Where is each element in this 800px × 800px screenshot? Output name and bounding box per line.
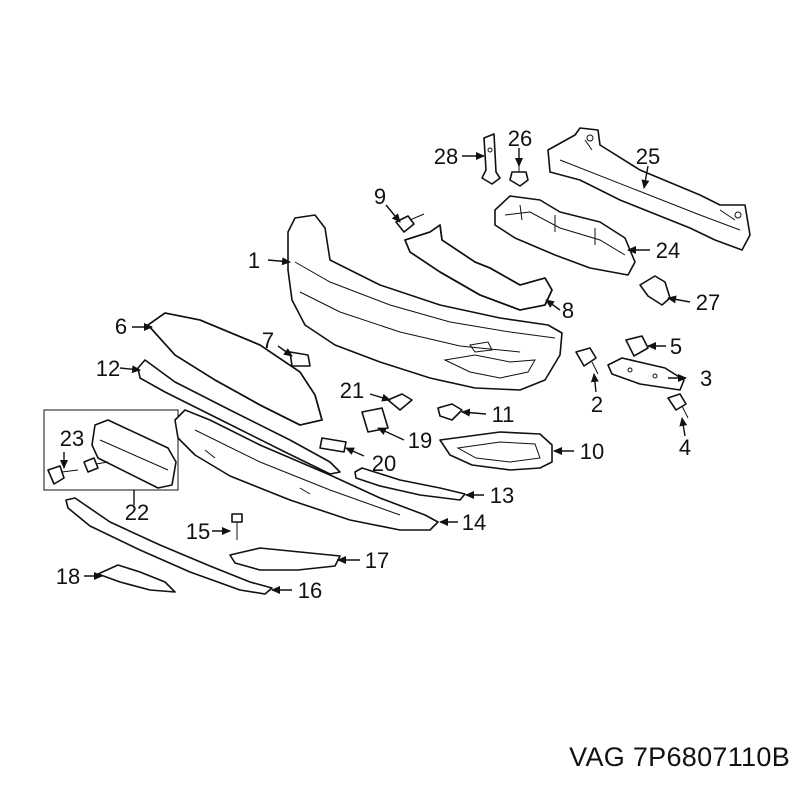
part-16-lower-spoiler bbox=[65, 497, 273, 595]
part-17-trim bbox=[229, 547, 341, 571]
leader-12 bbox=[119, 365, 141, 374]
part-4-screw bbox=[667, 393, 689, 419]
callout-19: 19 bbox=[408, 428, 432, 453]
callout-25: 25 bbox=[636, 144, 660, 169]
leader-9 bbox=[385, 204, 401, 223]
callout-4: 4 bbox=[679, 435, 691, 460]
leader-19 bbox=[377, 427, 405, 441]
part-24-energy-absorber bbox=[494, 195, 636, 276]
part-10-fog-bezel bbox=[439, 431, 553, 471]
callout-18: 18 bbox=[56, 564, 80, 589]
callout-23: 23 bbox=[60, 426, 84, 451]
callout-16: 16 bbox=[298, 578, 322, 603]
callout-12: 12 bbox=[96, 356, 120, 381]
leader-20 bbox=[345, 447, 365, 457]
callout-22: 22 bbox=[125, 500, 149, 525]
part-number-caption: VAG 7P6807110B bbox=[569, 742, 790, 772]
callout-3: 3 bbox=[700, 366, 712, 391]
leader-21 bbox=[369, 393, 391, 402]
leader-11 bbox=[461, 408, 487, 417]
part-8-upper-grille bbox=[404, 224, 553, 311]
leader-27 bbox=[667, 295, 691, 304]
callout-9: 9 bbox=[374, 184, 386, 209]
callout-8: 8 bbox=[562, 298, 574, 323]
part-6-lower-grille bbox=[147, 312, 323, 426]
part-20-reflector bbox=[319, 437, 347, 453]
part-22-plate-bracket bbox=[43, 409, 179, 491]
callout-26: 26 bbox=[508, 126, 532, 151]
part-3-side-bracket bbox=[607, 357, 685, 391]
callout-28: 28 bbox=[434, 144, 458, 169]
callout-1: 1 bbox=[248, 248, 260, 273]
callout-15: 15 bbox=[186, 519, 210, 544]
callout-6: 6 bbox=[115, 314, 127, 339]
callout-2: 2 bbox=[591, 392, 603, 417]
leader-2 bbox=[590, 373, 599, 393]
callout-13: 13 bbox=[490, 483, 514, 508]
callout-14: 14 bbox=[462, 510, 486, 535]
part-13-trim bbox=[354, 467, 466, 501]
callout-11: 11 bbox=[492, 402, 515, 427]
part-28-bracket bbox=[481, 133, 501, 185]
part-12-trim-strip bbox=[137, 359, 341, 475]
part-2-screw bbox=[575, 347, 599, 375]
part-1-bumper-cover bbox=[287, 214, 563, 391]
callout-5: 5 bbox=[670, 334, 682, 359]
leader-1 bbox=[267, 257, 291, 266]
callout-20: 20 bbox=[372, 451, 396, 476]
part-27-bracket bbox=[639, 275, 671, 306]
leader-lines bbox=[60, 148, 691, 594]
callout-7: 7 bbox=[262, 328, 274, 353]
callout-10: 10 bbox=[580, 439, 604, 464]
callout-17: 17 bbox=[365, 548, 389, 573]
part-15-bolt bbox=[231, 513, 243, 540]
part-11-sensor bbox=[437, 403, 463, 421]
part-25-reinforcement-bar bbox=[547, 127, 751, 251]
part-14-lower-cover bbox=[174, 409, 439, 531]
leader-4 bbox=[679, 417, 688, 437]
part-9-bolt bbox=[395, 213, 425, 233]
leader-25 bbox=[641, 165, 650, 189]
part-7-clip bbox=[289, 351, 311, 367]
part-21-tow-cap bbox=[387, 393, 413, 411]
callout-numbers: 1 2 3 4 5 6 7 8 9 10 11 12 13 14 15 16 1… bbox=[56, 126, 720, 603]
callout-21: 21 bbox=[340, 378, 364, 403]
leader-8 bbox=[545, 299, 561, 311]
leader-7 bbox=[277, 345, 293, 357]
part-18-deflector bbox=[97, 564, 176, 593]
part-5-clip bbox=[625, 335, 649, 357]
callout-24: 24 bbox=[656, 238, 680, 263]
part-26-bolt bbox=[509, 162, 529, 187]
part-19-bracket bbox=[361, 407, 389, 433]
part-23-screws bbox=[47, 457, 109, 485]
callout-27: 27 bbox=[696, 290, 720, 315]
